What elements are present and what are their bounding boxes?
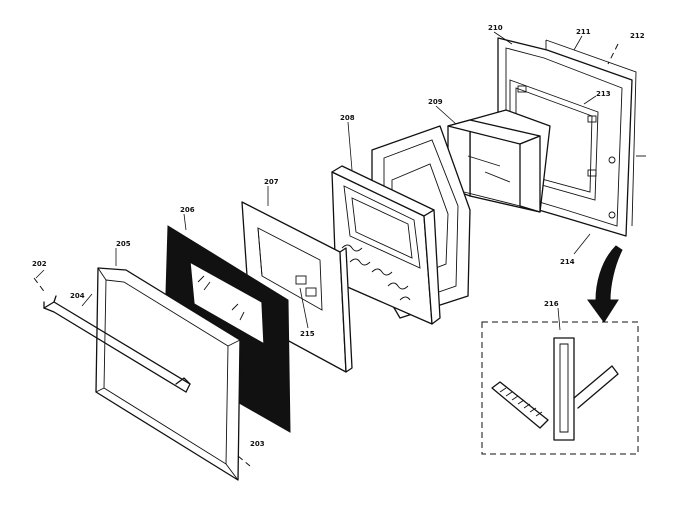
screw-203 [237, 455, 251, 467]
label-209: 209 [428, 98, 443, 106]
label-204: 204 [70, 292, 85, 300]
detail-arrow [587, 245, 623, 323]
label-214: 214 [560, 258, 575, 266]
insulation-batt [331, 165, 441, 325]
screw-202 [33, 277, 47, 295]
leader-lines [35, 31, 597, 331]
outer-door-frame [95, 267, 241, 481]
label-208: 208 [340, 114, 355, 122]
label-211: 211 [576, 28, 591, 36]
label-207: 207 [264, 178, 279, 186]
label-213: 213 [596, 90, 611, 98]
label-215: 215 [300, 330, 315, 338]
part-labels: 202 203 204 205 206 207 208 209 210 211 … [32, 24, 645, 448]
insulation-box [447, 109, 551, 213]
label-202: 202 [32, 260, 47, 268]
label-203: 203 [250, 440, 265, 448]
door-handle [43, 295, 191, 393]
label-206: 206 [180, 206, 195, 214]
black-outer-glass [163, 225, 291, 433]
label-210: 210 [488, 24, 503, 32]
screw-212 [607, 43, 619, 65]
label-212: 212 [630, 32, 645, 40]
label-216: 216 [544, 300, 559, 308]
label-205: 205 [116, 240, 131, 248]
hinge-detail-inset [481, 321, 639, 455]
